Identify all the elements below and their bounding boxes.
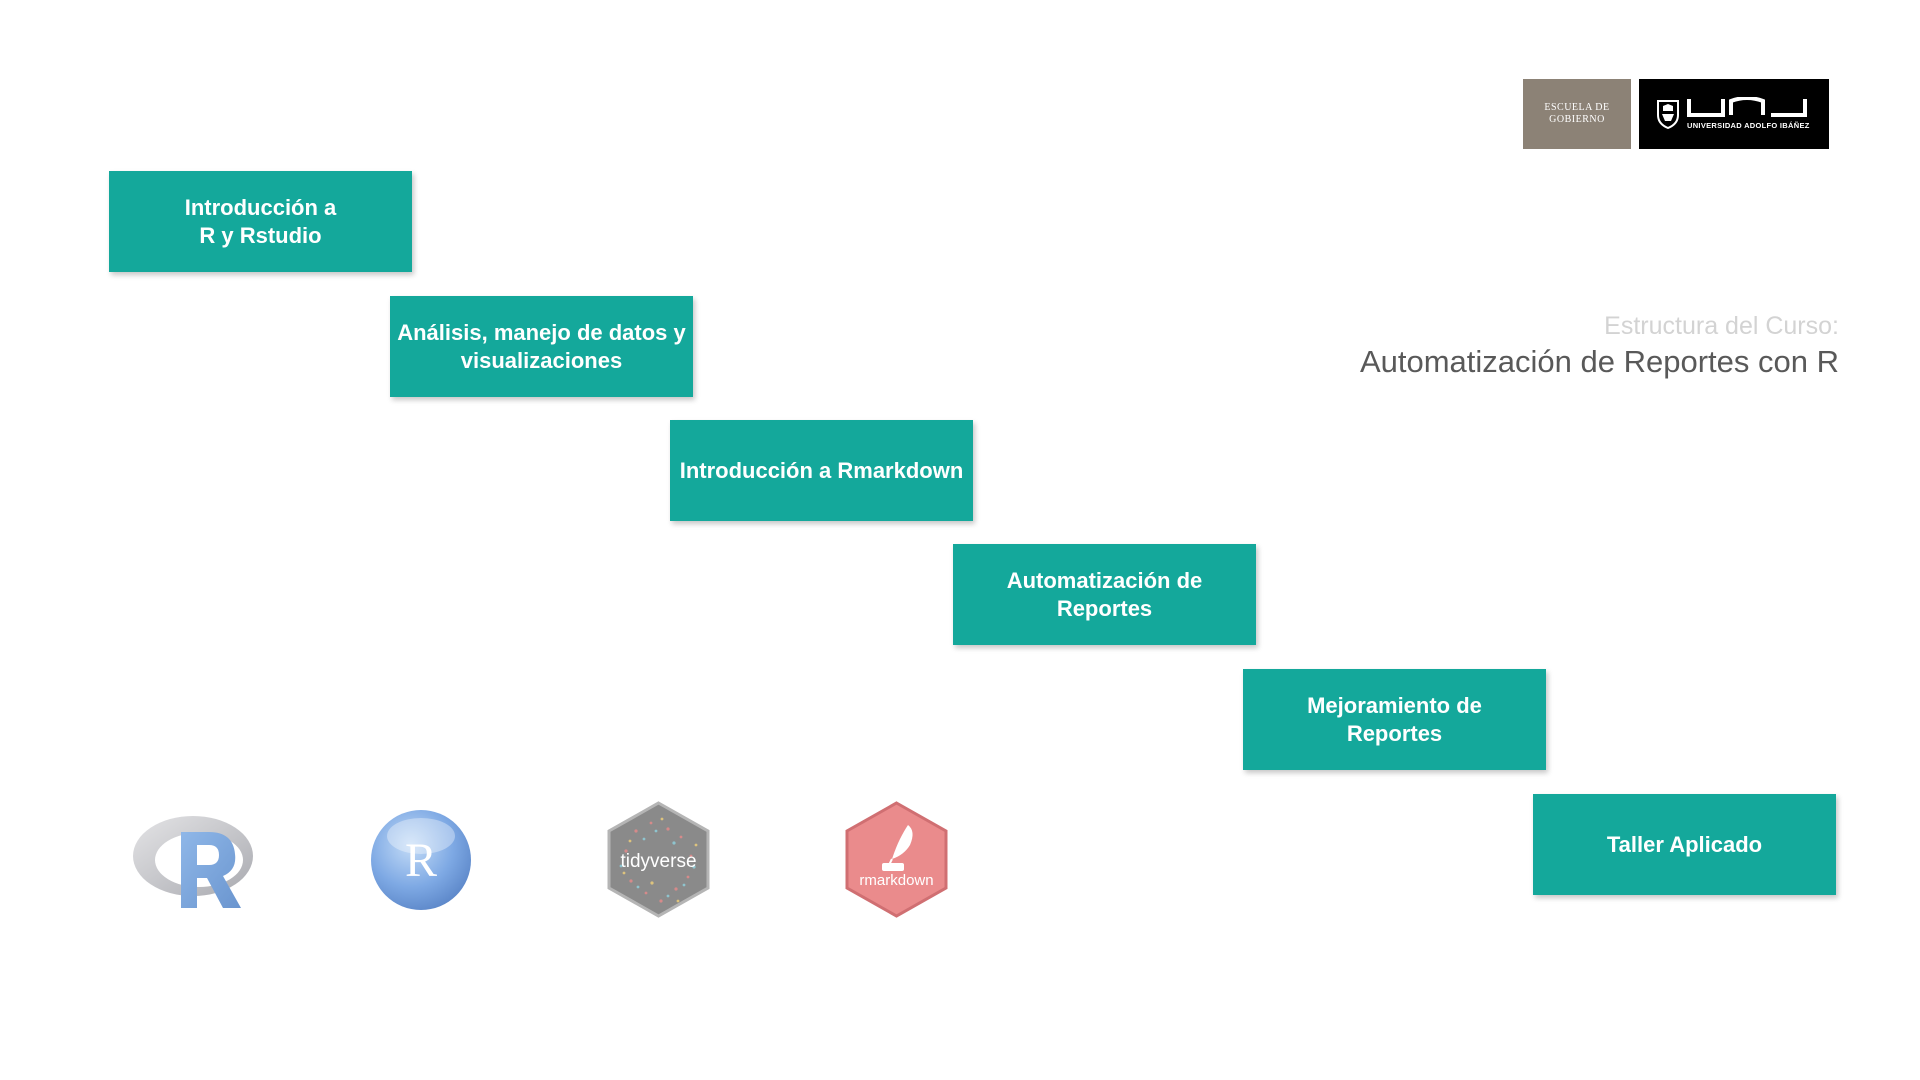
course-structure-subtitle: Estructura del Curso: <box>1604 312 1839 340</box>
step-label-line2: Reportes <box>1346 720 1443 746</box>
rmarkdown-logo-icon: rmarkdown <box>845 801 948 918</box>
step-intro-r-rstudio: Introducción a R y Rstudio <box>109 171 412 272</box>
r-logo-icon <box>133 816 253 908</box>
step-mejoramiento-reportes: Mejoramiento de Reportes <box>1243 669 1546 770</box>
escuela-de-gobierno-logo: ESCUELA DE GOBIERNO <box>1523 79 1631 149</box>
step-label: Introducción a Rmarkdown <box>680 457 964 485</box>
uai-crest-icon <box>1657 100 1679 129</box>
tidyverse-logo-icon: tidyverse <box>607 801 710 918</box>
step-label-line1: Automatización de <box>1006 567 1203 593</box>
tidyverse-logo-label: tidyverse <box>620 851 696 872</box>
step-label-line1: Introducción a Rmarkdown <box>679 457 964 483</box>
step-label: Análisis, manejo de datos y visualizacio… <box>397 319 686 375</box>
step-label: Mejoramiento de Reportes <box>1307 692 1482 748</box>
step-label-line2: R y Rstudio <box>199 222 322 248</box>
rstudio-logo-icon: R <box>371 810 471 910</box>
step-label-line1: Mejoramiento de <box>1307 692 1482 718</box>
uai-logo: UNIVERSIDAD ADOLFO IBÁÑEZ <box>1639 79 1829 149</box>
rmarkdown-logo-label: rmarkdown <box>859 872 933 889</box>
step-label: Taller Aplicado <box>1607 831 1762 859</box>
step-label-line1: Introducción a <box>184 194 337 220</box>
step-label-line1: Análisis, manejo de datos y <box>397 319 686 345</box>
escuela-logo-line1: ESCUELA DE <box>1544 102 1610 113</box>
rstudio-logo-letter: R <box>405 834 437 887</box>
step-automatizacion-reportes: Automatización de Reportes <box>953 544 1256 645</box>
uai-wordmark-icon <box>1687 97 1807 117</box>
step-intro-rmarkdown: Introducción a Rmarkdown <box>670 420 973 521</box>
step-label-line2: Reportes <box>1056 595 1153 621</box>
escuela-logo-line2: GOBIERNO <box>1549 114 1605 125</box>
course-title: Automatización de Reportes con R <box>1359 344 1839 379</box>
step-label-line2: visualizaciones <box>460 347 623 373</box>
step-label: Introducción a R y Rstudio <box>185 194 337 250</box>
step-analisis-datos: Análisis, manejo de datos y visualizacio… <box>390 296 693 397</box>
step-taller-aplicado: Taller Aplicado <box>1533 794 1836 895</box>
step-label: Automatización de Reportes <box>1007 567 1203 623</box>
step-label-line1: Taller Aplicado <box>1606 831 1763 857</box>
uai-logo-tagline: UNIVERSIDAD ADOLFO IBÁÑEZ <box>1687 121 1810 130</box>
